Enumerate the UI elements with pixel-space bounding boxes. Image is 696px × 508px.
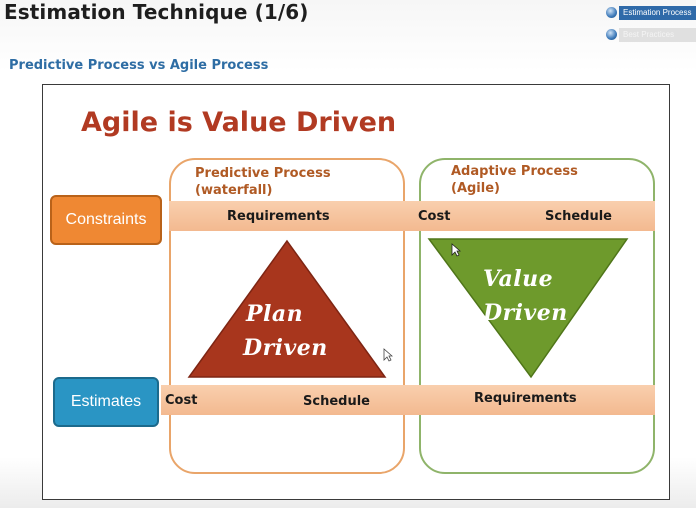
nav-item-best-practices[interactable]: Best Practices: [604, 28, 696, 42]
predictive-process-box: [169, 158, 405, 474]
top-band-schedule: Schedule: [545, 209, 612, 224]
mouse-pointer-icon: [451, 243, 461, 257]
value-driven-sublabel: Driven: [483, 300, 568, 326]
estimates-band: [161, 385, 655, 415]
nav-item-label: Best Practices: [619, 28, 696, 42]
plan-driven-label: Plan: [246, 301, 304, 327]
predictive-process-sublabel: (waterfall): [195, 183, 273, 198]
slide-title: Estimation Technique (1/6): [4, 0, 309, 24]
estimates-box: Estimates: [53, 377, 159, 427]
diagram-heading: Agile is Value Driven: [81, 107, 397, 138]
top-band-cost: Cost: [418, 209, 451, 224]
constraints-box: Constraints: [50, 195, 162, 245]
constraints-band: [169, 201, 655, 231]
slide-subtitle: Predictive Process vs Agile Process: [9, 58, 269, 73]
bottom-band-schedule: Schedule: [303, 394, 370, 409]
diagram-frame: Agile is Value Driven Predictive Process…: [42, 84, 670, 500]
value-driven-triangle: [427, 238, 629, 379]
plan-driven-sublabel: Driven: [243, 335, 328, 361]
nav-item-label: Estimation Process: [619, 6, 696, 20]
predictive-process-label: Predictive Process: [195, 166, 331, 181]
triangles-layer: [187, 238, 629, 379]
bottom-band-requirements: Requirements: [474, 391, 577, 406]
value-driven-label: Value: [483, 266, 554, 292]
adaptive-process-sublabel: (Agile): [451, 181, 500, 196]
section-nav: Estimation Process Best Practices: [604, 6, 696, 50]
bullet-icon: [606, 7, 617, 18]
nav-item-estimation-process[interactable]: Estimation Process: [604, 6, 696, 20]
mouse-pointer-icon: [383, 348, 393, 362]
plan-driven-triangle: [187, 239, 387, 378]
adaptive-process-box: [419, 158, 655, 474]
top-band-requirements: Requirements: [227, 209, 330, 224]
adaptive-process-label: Adaptive Process: [451, 164, 578, 179]
bottom-band-cost: Cost: [165, 393, 198, 408]
bullet-icon: [606, 29, 617, 40]
